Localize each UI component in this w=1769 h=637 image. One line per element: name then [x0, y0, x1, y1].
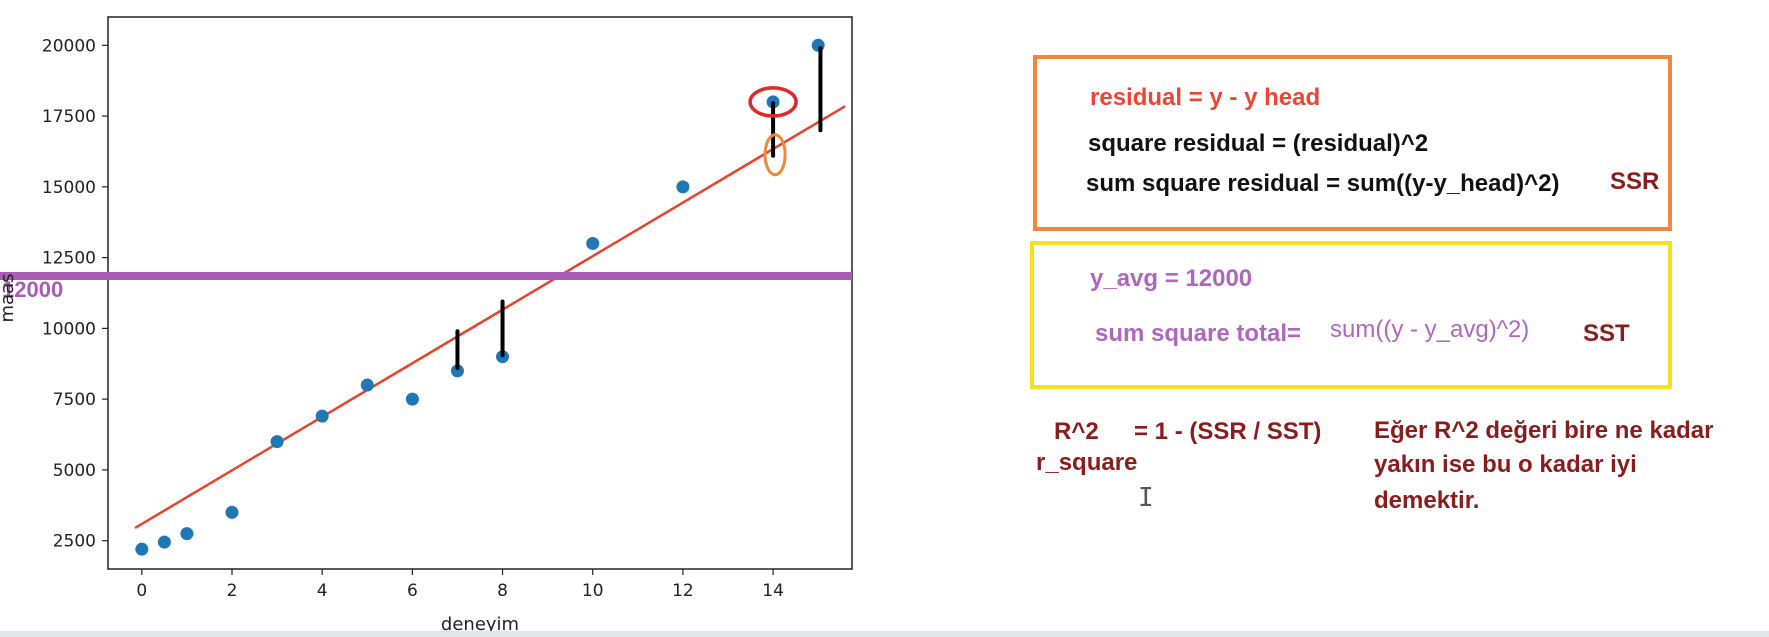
plot-area: 0 2 4 6 8 10 12 14 2500 5000 7500 10000 12500 15000 17…: [0, 16, 853, 601]
x-tick-label: 6: [407, 581, 418, 601]
x-tick-label: 8: [497, 581, 508, 601]
x-tick-label: 4: [317, 581, 328, 601]
x-tick-label: 12: [672, 581, 694, 601]
residual-formula: residual = y - y head: [1090, 84, 1321, 111]
square-residual-formula: square residual = (residual)^2: [1088, 130, 1429, 157]
data-point: [586, 236, 600, 250]
y-tick-label: 10000: [42, 319, 96, 339]
data-point: [811, 38, 825, 52]
y-tick-label: 12500: [42, 249, 96, 269]
ssr-box: [1033, 55, 1672, 231]
r2-label: R^2: [1054, 418, 1099, 445]
regression-chart: 0 2 4 6 8 10 12 14 2500 5000 7500 10000 12500 15000 17…: [0, 16, 853, 635]
y-axis-label: maas: [0, 274, 18, 323]
x-tick-label: 2: [227, 581, 238, 601]
sum-square-total-formula: sum((y - y_avg)^2): [1330, 316, 1530, 343]
interpretation-line-1: Eğer R^2 değeri bire ne kadar: [1374, 417, 1714, 444]
data-point: [315, 409, 329, 423]
regression-line: [134, 105, 846, 530]
data-point: [135, 542, 149, 556]
r-square-label: r_square: [1036, 449, 1138, 476]
y-tick-label: 7500: [53, 390, 96, 410]
text-cursor-icon: I: [1138, 483, 1154, 513]
y-tick-label: 2500: [53, 532, 96, 552]
x-tick-label: 0: [136, 581, 147, 601]
highlight-circle-orange: [763, 133, 787, 177]
x-tick-label: 10: [582, 581, 604, 601]
data-point: [676, 180, 690, 194]
data-point: [180, 527, 194, 541]
y-tick-label: 20000: [42, 36, 96, 56]
sum-square-total-label: sum square total=: [1095, 320, 1302, 347]
r2-formula: = 1 - (SSR / SST): [1134, 418, 1322, 445]
data-point: [405, 392, 419, 406]
sst-label: SST: [1583, 320, 1630, 347]
data-point: [450, 364, 464, 378]
highlight-circle-red: [748, 86, 798, 118]
interpretation-line-3: demektir.: [1374, 487, 1480, 514]
bottom-strip: [0, 631, 1769, 637]
ssr-label: SSR: [1610, 168, 1660, 195]
x-tick-label: 14: [762, 581, 784, 601]
data-point: [270, 435, 284, 449]
sum-square-residual-formula: sum square residual = sum((y-y_head)^2): [1086, 170, 1560, 197]
plot-frame: [107, 16, 853, 570]
data-point: [225, 505, 239, 519]
data-point: [360, 378, 374, 392]
data-point: [157, 535, 171, 549]
y-tick-label: 5000: [53, 461, 96, 481]
x-axis-label: deneyim: [441, 614, 519, 635]
interpretation-line-2: yakın ise bu o kadar iyi: [1374, 451, 1637, 478]
y-tick-label: 15000: [42, 178, 96, 198]
hline-label: 12000: [2, 277, 63, 302]
y-avg-note: y_avg = 12000: [1090, 265, 1253, 292]
y-tick-label: 17500: [42, 107, 96, 127]
sst-box: [1030, 241, 1672, 389]
